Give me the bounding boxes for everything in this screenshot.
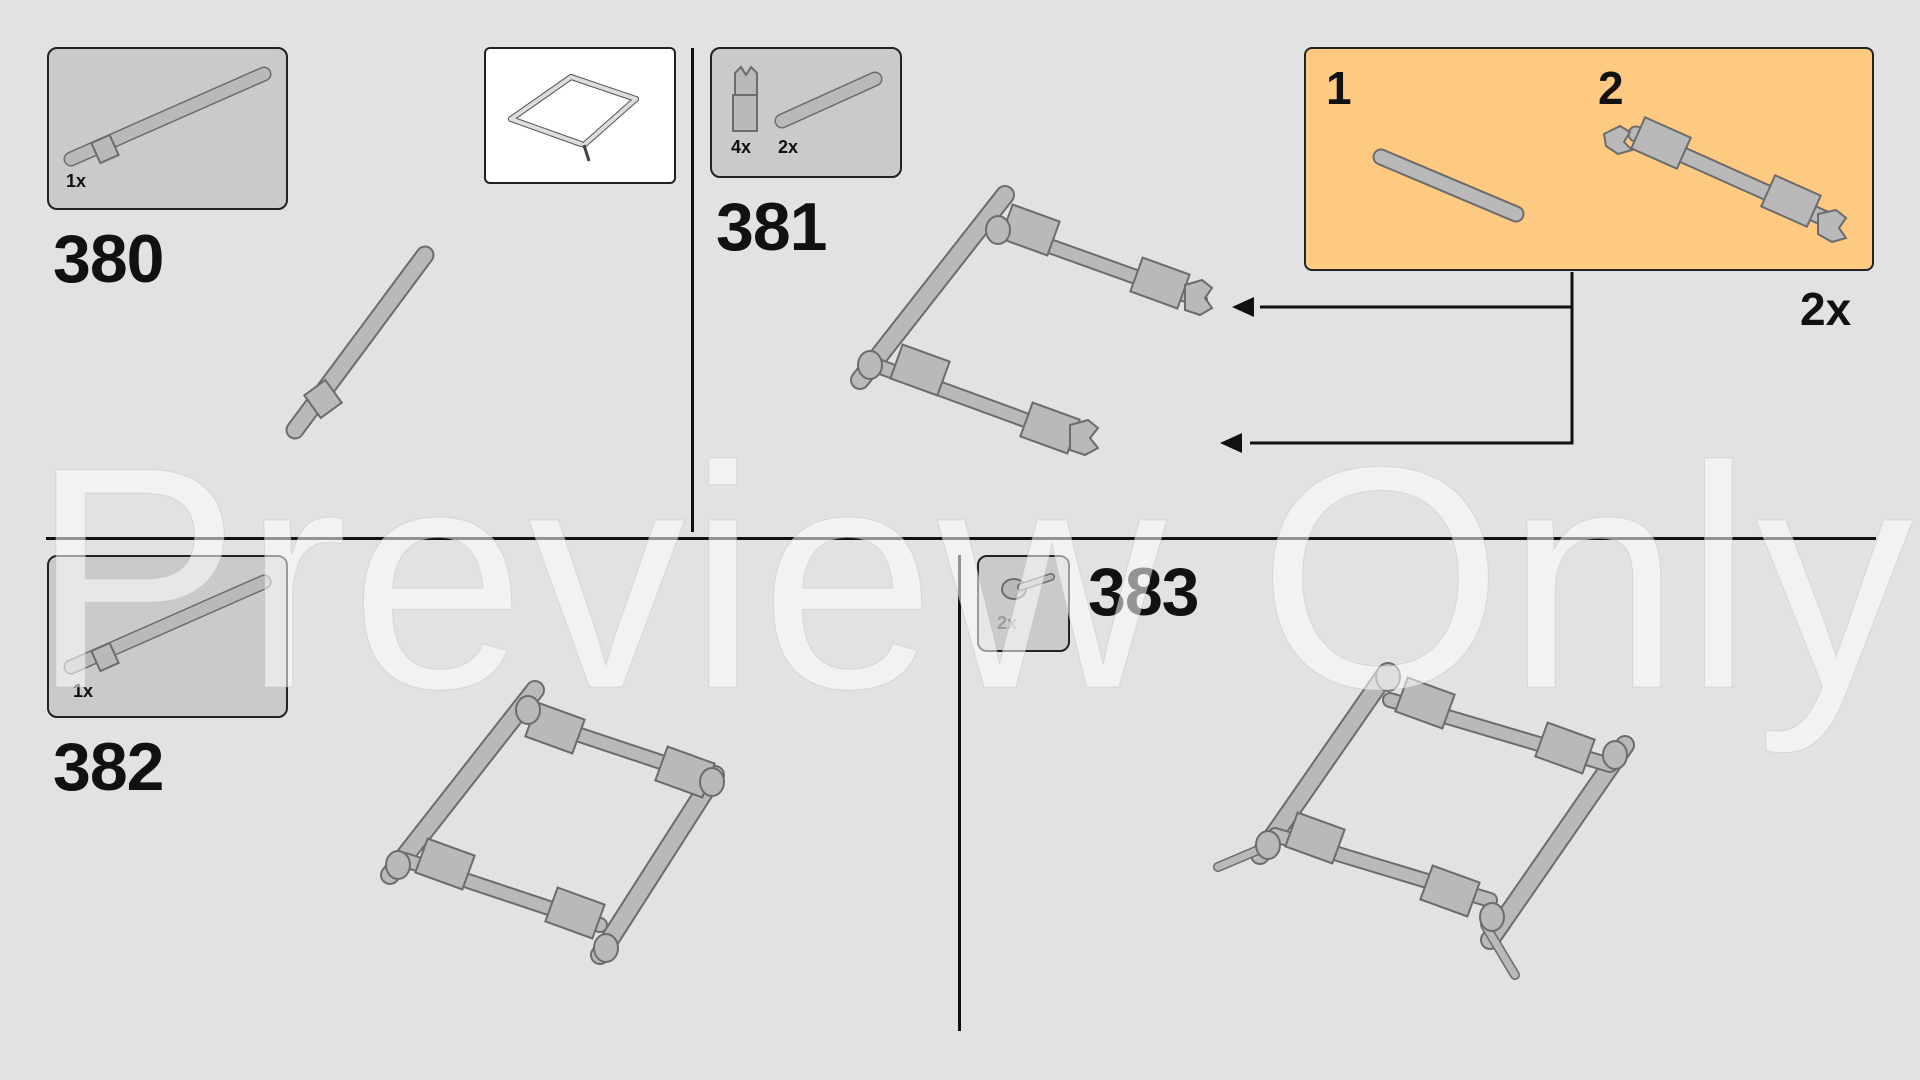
divider-vertical-bottom (958, 555, 961, 1031)
step-number-383: 383 (1088, 554, 1199, 630)
divider-vertical-top (691, 48, 694, 532)
step-383-frame-illustration (1213, 662, 1635, 980)
parts-list-381: 4x 2x (710, 47, 902, 178)
step-382-frame-illustration (380, 680, 725, 965)
step-number-381: 381 (716, 189, 827, 265)
parts-qty: 1x (73, 681, 94, 701)
clip-connector-icon (732, 65, 758, 132)
parts-qty: 1x (66, 171, 87, 191)
step-380-axle-illustration (285, 245, 435, 440)
sub-assembly-callout: 1 2 (1304, 47, 1874, 271)
short-axle-icon (1372, 148, 1525, 223)
short-axle-icon (774, 71, 883, 129)
step-number-382: 382 (53, 729, 164, 805)
clip-axle-assembly-icon (1602, 115, 1848, 244)
parts-list-380: 1x (47, 47, 288, 210)
step-number-380: 380 (53, 221, 164, 297)
clip-icon (1001, 573, 1055, 600)
sub-step-number: 2 (1598, 62, 1624, 114)
parts-qty: 2x (997, 613, 1018, 633)
long-axle-icon (63, 66, 272, 167)
frame-thumbnail-icon (508, 74, 639, 162)
callout-arrows (1220, 272, 1574, 453)
divider-horizontal (46, 537, 1876, 540)
callout-multiplier: 2x (1800, 283, 1852, 335)
step-381-frame-illustration (850, 185, 1214, 457)
long-axle-icon (63, 574, 272, 675)
parts-qty: 4x (731, 137, 752, 157)
parts-list-382: 1x (47, 555, 288, 718)
model-preview-thumbnail (484, 47, 676, 184)
parts-qty: 2x (778, 137, 799, 157)
parts-list-383: 2x (977, 555, 1070, 652)
sub-step-number: 1 (1326, 62, 1352, 114)
